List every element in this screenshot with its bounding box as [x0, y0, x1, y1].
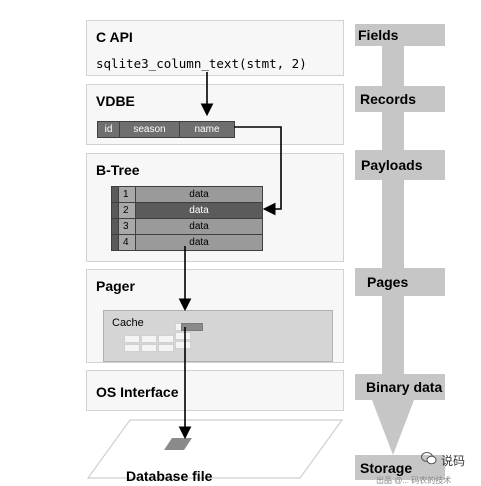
database-file-plane [86, 419, 344, 479]
cache-page [124, 344, 140, 352]
btree-title: B-Tree [96, 162, 140, 178]
c-api-layer: C API sqlite3_column_text(stmt, 2) [86, 20, 344, 76]
label-binary-data: Binary data [366, 379, 443, 395]
btree-row-data: data [136, 187, 262, 202]
vdbe-record: id season name [97, 121, 235, 138]
vdbe-layer: VDBE id season name [86, 84, 344, 145]
record-field-name: name [180, 122, 234, 137]
label-storage: Storage [360, 460, 413, 476]
os-interface-layer: OS Interface [86, 370, 344, 411]
c-api-title: C API [96, 29, 133, 45]
pager-layer: Pager Cache [86, 269, 344, 363]
watermark-text: 说码 [441, 454, 466, 468]
btree-row-2: 2 data [112, 203, 262, 219]
btree-row-3: 3 data [112, 219, 262, 235]
btree-row-number: 4 [118, 235, 136, 250]
cache-page [175, 332, 191, 340]
btree-row-number: 3 [118, 219, 136, 234]
cache-box: Cache [103, 310, 333, 362]
cache-page [141, 335, 157, 343]
pager-title: Pager [96, 278, 135, 294]
c-api-code: sqlite3_column_text(stmt, 2) [96, 56, 307, 71]
cache-label: Cache [112, 317, 144, 329]
label-fields: Fields [358, 27, 399, 43]
record-field-season: season [120, 122, 180, 137]
btree-row-data: data [136, 235, 262, 250]
cache-page [175, 341, 191, 349]
btree-layer: B-Tree 1 data 2 data 3 data 4 data [86, 153, 344, 262]
cache-page [124, 335, 140, 343]
btree-row-number: 2 [118, 203, 136, 218]
database-page [164, 438, 192, 450]
btree-row-4: 4 data [112, 235, 262, 250]
cache-page [158, 344, 174, 352]
record-field-id: id [98, 122, 120, 137]
label-records: Records [360, 91, 417, 107]
cache-page [158, 335, 174, 343]
btree-row-1: 1 data [112, 187, 262, 203]
btree-row-data: data [136, 219, 262, 234]
label-payloads: Payloads [361, 157, 423, 173]
cache-page-active [181, 323, 203, 331]
btree-page: 1 data 2 data 3 data 4 data [111, 186, 263, 251]
cache-page [141, 344, 157, 352]
label-pages: Pages [367, 274, 409, 290]
os-interface-title: OS Interface [96, 384, 179, 400]
wechat-icon [421, 452, 437, 465]
btree-row-number: 1 [118, 187, 136, 202]
vdbe-title: VDBE [96, 93, 135, 109]
btree-row-data-highlighted: data [136, 203, 262, 218]
database-file-label: Database file [126, 468, 213, 484]
watermark-subtext: 出品 @... 码农的技术 [376, 476, 452, 485]
